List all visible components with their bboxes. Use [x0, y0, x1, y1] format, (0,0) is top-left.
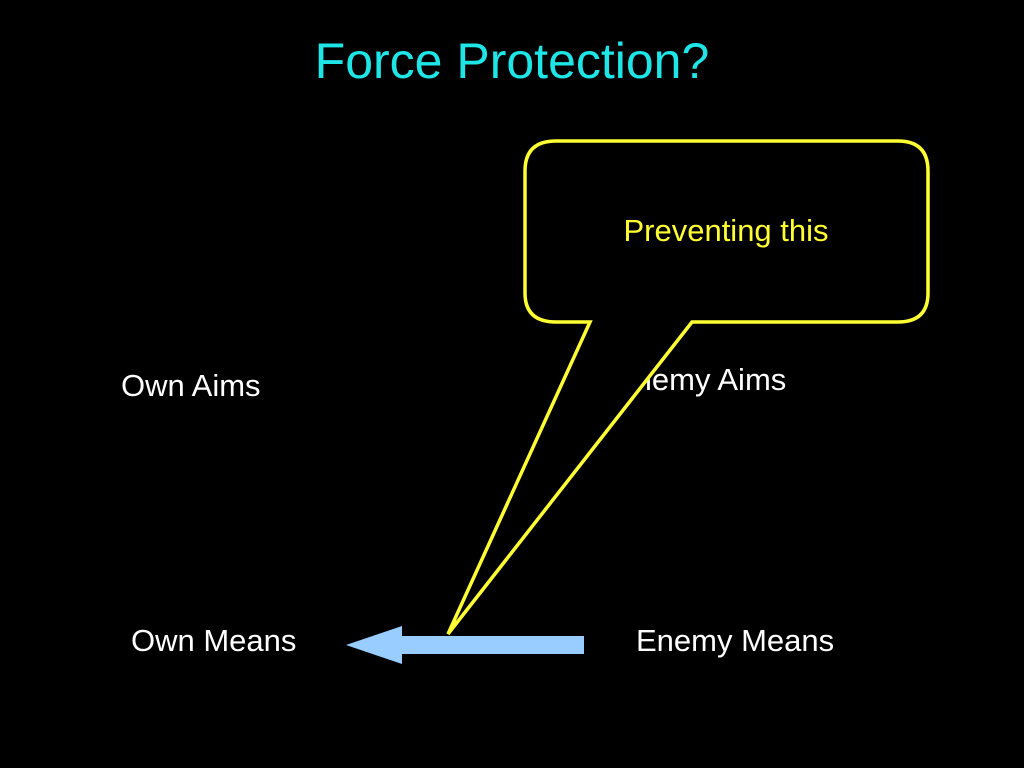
own-aims-label: Own Aims: [121, 368, 261, 403]
own-means-label: Own Means: [131, 623, 297, 658]
callout-bubble: [446, 139, 930, 636]
callout-text: Preventing this: [623, 213, 829, 248]
means-arrow: [346, 626, 584, 664]
enemy-means-label: Enemy Means: [636, 623, 835, 658]
slide-title: Force Protection?: [314, 33, 710, 89]
